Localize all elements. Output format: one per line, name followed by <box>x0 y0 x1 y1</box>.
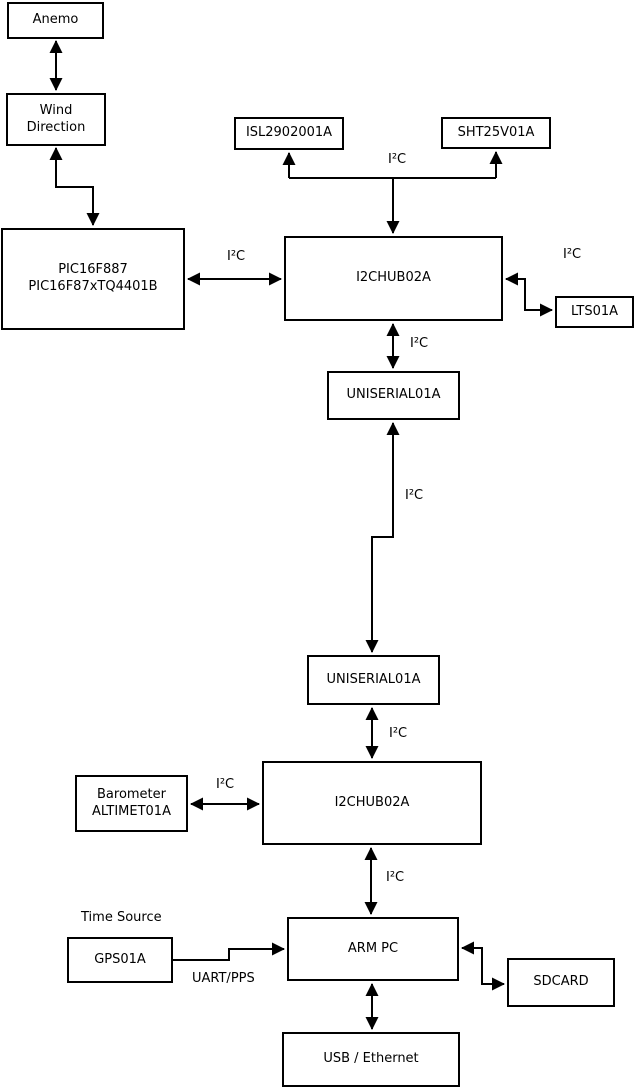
node-sht25v01a: SHT25V01A <box>441 117 551 149</box>
label-i2c-top-bus: I²C <box>388 152 407 167</box>
node-usb-ethernet: USB / Ethernet <box>282 1032 460 1087</box>
edge-gps-armpc <box>173 942 285 961</box>
label-i2c-pic-hub: I²C <box>227 249 246 264</box>
edge-winddirection-pic <box>49 147 100 226</box>
label-i2c-uniserial-hub2: I²C <box>389 726 408 741</box>
label-i2c-barometer: I²C <box>216 777 235 792</box>
node-pic16f887: PIC16F887 PIC16F87xTQ4401B <box>1 228 185 330</box>
node-isl2902001a: ISL2902001A <box>234 117 344 150</box>
node-gps01a: GPS01A <box>67 937 173 983</box>
node-wind-direction: Wind Direction <box>6 93 106 146</box>
node-uniserial01a-top: UNISERIAL01A <box>327 371 460 420</box>
node-i2chub02a-bottom: I2CHUB02A <box>262 761 482 845</box>
edge-armpc-sdcard <box>461 941 505 991</box>
label-time-source: Time Source <box>81 910 162 925</box>
node-i2chub02a-top: I2CHUB02A <box>284 236 503 321</box>
node-arm-pc: ARM PC <box>287 917 459 981</box>
label-uart-pps: UART/PPS <box>192 971 255 986</box>
label-i2c-hub1-uniserial: I²C <box>410 336 429 351</box>
node-anemo: Anemo <box>7 2 104 39</box>
label-i2c-hub2-armpc: I²C <box>386 870 405 885</box>
node-uniserial01a-bottom: UNISERIAL01A <box>307 655 440 705</box>
label-i2c-long-link: I²C <box>405 488 424 503</box>
label-i2c-lts: I²C <box>563 247 582 262</box>
node-barometer: Barometer ALTIMET01A <box>75 775 188 832</box>
edge-uniserial-top-uniserial-bottom <box>365 422 400 653</box>
node-sdcard: SDCARD <box>507 958 615 1007</box>
node-lts01a: LTS01A <box>555 296 634 328</box>
edge-i2chub-top-lts <box>505 272 553 317</box>
